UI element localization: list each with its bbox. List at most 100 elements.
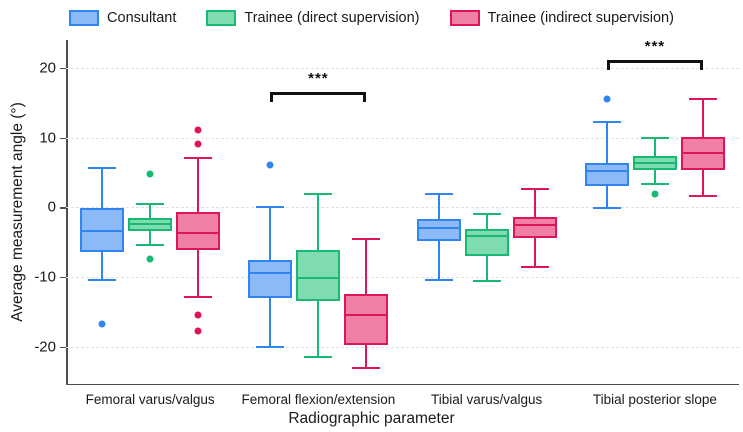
whisker-lower	[269, 297, 272, 347]
y-tick-label: 20	[39, 59, 56, 77]
box-iqr	[80, 207, 125, 252]
box-iqr	[296, 249, 341, 302]
cap-upper	[688, 97, 717, 100]
cap-lower	[304, 356, 333, 359]
median-line	[680, 151, 725, 154]
legend-item-0[interactable]: Consultant	[69, 10, 176, 26]
y-tick-mark	[60, 67, 66, 70]
y-tick-mark	[60, 346, 66, 349]
y-tick-label: -20	[34, 338, 56, 356]
y-tick-mark	[60, 276, 66, 279]
chart-legend: Consultant Trainee (direct supervision) Tr…	[0, 4, 743, 32]
y-axis-label: Average measurement angle (°)	[9, 102, 26, 322]
boxplot[interactable]	[416, 40, 461, 385]
cap-lower	[640, 183, 669, 186]
box-iqr	[416, 219, 461, 241]
cap-lower	[184, 296, 213, 299]
cap-upper	[640, 136, 669, 139]
median-line	[632, 161, 677, 164]
legend-swatch-icon	[206, 10, 237, 26]
box-iqr	[344, 294, 389, 346]
y-tick-label: -10	[34, 268, 56, 286]
boxplot[interactable]	[512, 40, 557, 385]
boxplot[interactable]	[680, 40, 725, 385]
outlier-point	[194, 140, 202, 148]
boxplot[interactable]	[464, 40, 509, 385]
whisker-lower	[149, 230, 152, 245]
legend-item-2[interactable]: Trainee (indirect supervision)	[449, 10, 674, 26]
gridline	[66, 67, 739, 69]
x-tick-label-2: Tibial varus/valgus	[430, 392, 543, 407]
legend-item-1[interactable]: Trainee (direct supervision)	[206, 10, 420, 26]
cap-lower	[88, 278, 117, 281]
gridline	[66, 346, 739, 348]
significance-stars: ***	[644, 38, 666, 56]
whisker-lower	[605, 185, 608, 208]
gridline	[66, 276, 739, 278]
whisker-upper	[149, 203, 152, 219]
boxplot[interactable]	[80, 40, 125, 385]
whisker-lower	[653, 169, 656, 185]
whisker-lower	[485, 256, 488, 282]
y-tick-mark	[60, 207, 66, 209]
cap-lower	[592, 206, 621, 209]
boxplot[interactable]	[344, 40, 389, 385]
bracket-tick-left	[270, 91, 274, 102]
boxplot[interactable]	[632, 40, 677, 385]
cap-upper	[136, 202, 165, 205]
outlier-point	[603, 95, 611, 103]
whisker-lower	[533, 237, 536, 267]
boxplot[interactable]	[128, 40, 173, 385]
whisker-upper	[317, 194, 320, 250]
whisker-upper	[269, 207, 272, 260]
box-iqr	[584, 162, 629, 186]
cap-upper	[592, 121, 621, 124]
x-axis-label: Radiographic parameter	[288, 410, 455, 427]
cap-lower	[424, 279, 453, 282]
boxplot[interactable]	[176, 40, 221, 385]
cap-lower	[472, 280, 501, 283]
whisker-upper	[437, 194, 440, 220]
whisker-lower	[101, 251, 104, 280]
median-line	[248, 271, 293, 274]
median-line	[344, 314, 389, 317]
cap-lower	[256, 345, 285, 348]
whisker-upper	[365, 238, 368, 295]
whisker-lower	[437, 240, 440, 281]
y-tick-label: 10	[39, 129, 56, 147]
outlier-point	[146, 170, 154, 178]
significance-bracket: ***	[270, 70, 367, 104]
whisker-upper	[653, 137, 656, 156]
legend-item-label: Trainee (direct supervision)	[244, 10, 420, 26]
cap-lower	[352, 367, 381, 370]
median-line	[128, 223, 173, 225]
significance-bracket: ***	[606, 38, 703, 72]
box-iqr	[512, 217, 557, 238]
cap-upper	[304, 193, 333, 196]
bracket-tick-right	[363, 91, 367, 102]
cap-upper	[472, 212, 501, 215]
outlier-point	[651, 190, 659, 198]
legend-swatch-icon	[69, 10, 100, 26]
whisker-upper	[701, 98, 704, 137]
box-iqr	[464, 228, 509, 257]
bracket-horizontal	[606, 60, 703, 64]
outlier-point	[194, 311, 202, 319]
x-tick-label-1: Femoral flexion/extension	[241, 392, 396, 407]
outlier-point	[266, 161, 274, 169]
box-iqr	[248, 259, 293, 298]
whisker-upper	[605, 122, 608, 163]
x-axis-line	[66, 383, 739, 385]
boxplot[interactable]	[296, 40, 341, 385]
cap-lower	[688, 195, 717, 198]
bracket-horizontal	[270, 91, 367, 95]
whisker-lower	[701, 170, 704, 197]
bracket-tick-right	[699, 60, 703, 71]
bracket-tick-left	[606, 60, 610, 71]
median-line	[584, 170, 629, 173]
legend-item-label: Trainee (indirect supervision)	[487, 10, 674, 26]
boxplot[interactable]	[248, 40, 293, 385]
boxplot[interactable]	[584, 40, 629, 385]
